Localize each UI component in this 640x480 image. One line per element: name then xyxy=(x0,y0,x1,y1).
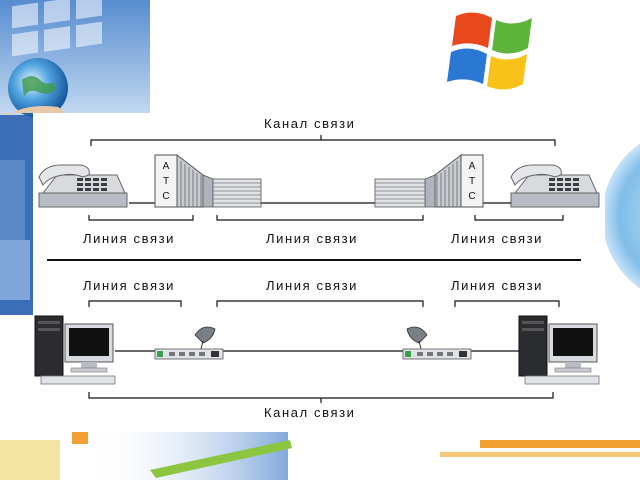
channel-brace-bottom xyxy=(88,392,554,399)
line-brace xyxy=(474,215,564,221)
channel-brace-top xyxy=(90,139,556,146)
exchange-letter: С xyxy=(162,191,169,202)
windows-logo-icon xyxy=(447,12,532,90)
bottom-decor xyxy=(0,432,640,480)
exchange-letter: Т xyxy=(469,176,475,187)
computer-icon xyxy=(518,315,600,385)
telephone-icon xyxy=(38,164,128,208)
line-brace xyxy=(454,300,560,307)
line-label: Линия связи xyxy=(266,231,359,246)
exchange-letter: Т xyxy=(163,176,169,187)
line-label: Линия связи xyxy=(451,231,544,246)
telephone-icon xyxy=(510,164,600,208)
line-brace xyxy=(216,215,424,221)
telephone-exchange-icon: А Т С xyxy=(374,153,484,208)
line-brace xyxy=(88,300,182,307)
satellite-modem-icon xyxy=(154,326,224,360)
line-label: Линия связи xyxy=(83,278,176,293)
line-label: Линия связи xyxy=(266,278,359,293)
line-brace xyxy=(216,300,424,307)
globe-icon xyxy=(0,58,68,118)
exchange-letter: А xyxy=(163,161,170,172)
exchange-letter: А xyxy=(469,161,476,172)
telephone-exchange-icon: А Т С xyxy=(154,153,262,208)
network-diagram: А Т С А Т С xyxy=(34,135,600,403)
line-brace xyxy=(88,215,194,221)
satellite-modem-icon xyxy=(402,326,472,360)
exchange-letter: С xyxy=(468,191,475,202)
line-label: Линия связи xyxy=(83,231,176,246)
disc-icon xyxy=(602,143,640,289)
computer-icon xyxy=(34,315,116,385)
channel-label-top: Канал связи xyxy=(264,116,356,131)
window-graphic xyxy=(0,0,150,315)
line-label: Линия связи xyxy=(451,278,544,293)
channel-label-bottom: Канал связи xyxy=(264,405,356,420)
diagram-card: А Т С А Т С xyxy=(33,113,605,431)
